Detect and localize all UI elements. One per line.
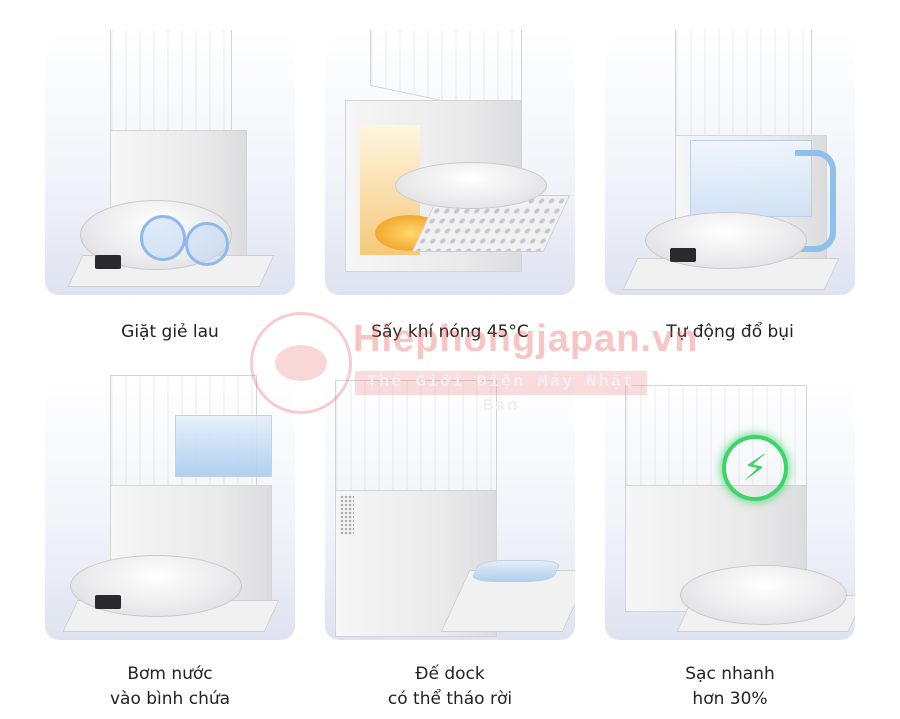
airflow-icon [795,150,836,252]
mop-tray-icon [469,560,563,582]
dock-station [675,30,812,137]
robot-display [95,255,121,269]
feature-panel-auto-dust-emptying [605,30,855,295]
feature-panel-detachable-dock [325,375,575,640]
robot-display [95,595,121,609]
dock-station [335,380,497,492]
label-line: Sấy khí nóng 45°C [371,322,529,342]
feature-label: Đế dock có thể tháo rời [300,662,600,712]
label-line: có thể tháo rời [387,689,513,709]
label-line: Giặt giẻ lau [121,322,219,342]
torii-gate-icon [275,345,327,381]
label-line: vào bình chứa [109,689,231,709]
label-line: Tự động đổ bụi [666,322,794,342]
feature-label: Sạc nhanh hơn 30% [580,662,880,712]
label-line: Sạc nhanh [685,664,775,684]
watermark-seal-logo [250,312,352,414]
feature-panel-mop-washing [45,30,295,295]
dust-bin [690,140,812,217]
watermark-site: Hiephongjapan.vn [353,318,699,360]
feature-panel-hot-air-drying [325,30,575,295]
dock-station [110,30,232,132]
mop-pads-icon [185,222,229,266]
charging-bolt-icon: ⚡ [722,435,788,501]
label-line: Đế dock [415,664,485,684]
mop-pads-icon [140,215,186,261]
robot-vacuum [395,162,547,209]
feature-label: Giặt giẻ lau [20,320,320,345]
label-line: Bơm nước [127,664,213,684]
feature-label: Bơm nước vào bình chứa [20,662,320,712]
feature-label: Sấy khí nóng 45°C [300,320,600,345]
label-line: hơn 30% [692,689,768,709]
robot-vacuum [680,565,847,625]
vent-grille [340,495,354,535]
feature-panel-water-refill [45,375,295,640]
watermark-tagline: Thế Giới Điện Máy Nhật Bản [355,371,647,416]
feature-label: Tự động đổ bụi [580,320,880,345]
robot-display [670,248,696,262]
water-tank [175,415,272,477]
feature-panel-fast-charging: ⚡ [605,375,855,640]
